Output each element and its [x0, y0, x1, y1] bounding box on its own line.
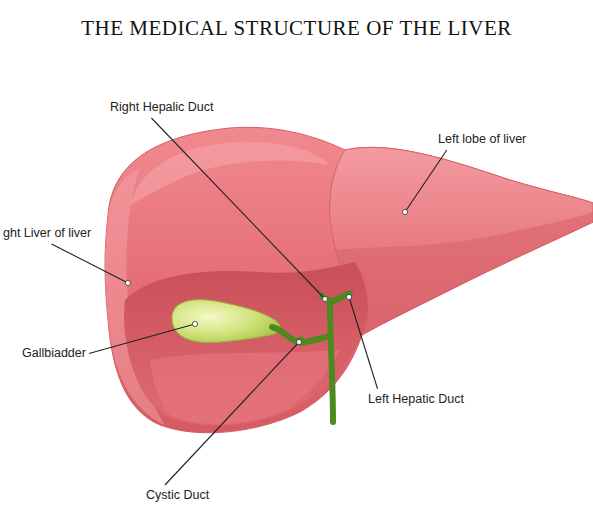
leader-line [52, 244, 128, 283]
bile-ducts [272, 293, 350, 422]
common-bile-duct [330, 300, 333, 422]
leader-dot [192, 321, 197, 326]
left-lobe [330, 147, 593, 335]
leader-dot [296, 339, 301, 344]
gallbladder-shape [172, 300, 280, 343]
leader-line [89, 324, 195, 354]
leader-line [151, 118, 325, 299]
leader-dot [346, 294, 351, 299]
part-label: Right Hepalic Duct [110, 100, 214, 115]
part-label: Gallbiadder [22, 346, 86, 361]
leader-dot [402, 209, 407, 214]
leader-line [405, 150, 447, 212]
leader-line [349, 297, 378, 389]
liver-outline [105, 127, 593, 432]
right-lobe-highlight [130, 142, 330, 205]
leader-dot [125, 280, 130, 285]
diagram-title: THE MEDICAL STRUCTURE OF THE LIVER [0, 16, 593, 41]
visceral-surface [124, 262, 368, 425]
leader-line [165, 342, 299, 485]
left-lobe-fold [335, 212, 593, 335]
visceral-lower [150, 350, 340, 424]
part-label: Left Hepatic Duct [368, 392, 464, 407]
leader-dot [322, 296, 327, 301]
part-label: Left lobe of liver [438, 132, 526, 147]
part-label: ght Liver of liver [3, 226, 91, 241]
part-label: Cystic Duct [146, 488, 209, 503]
